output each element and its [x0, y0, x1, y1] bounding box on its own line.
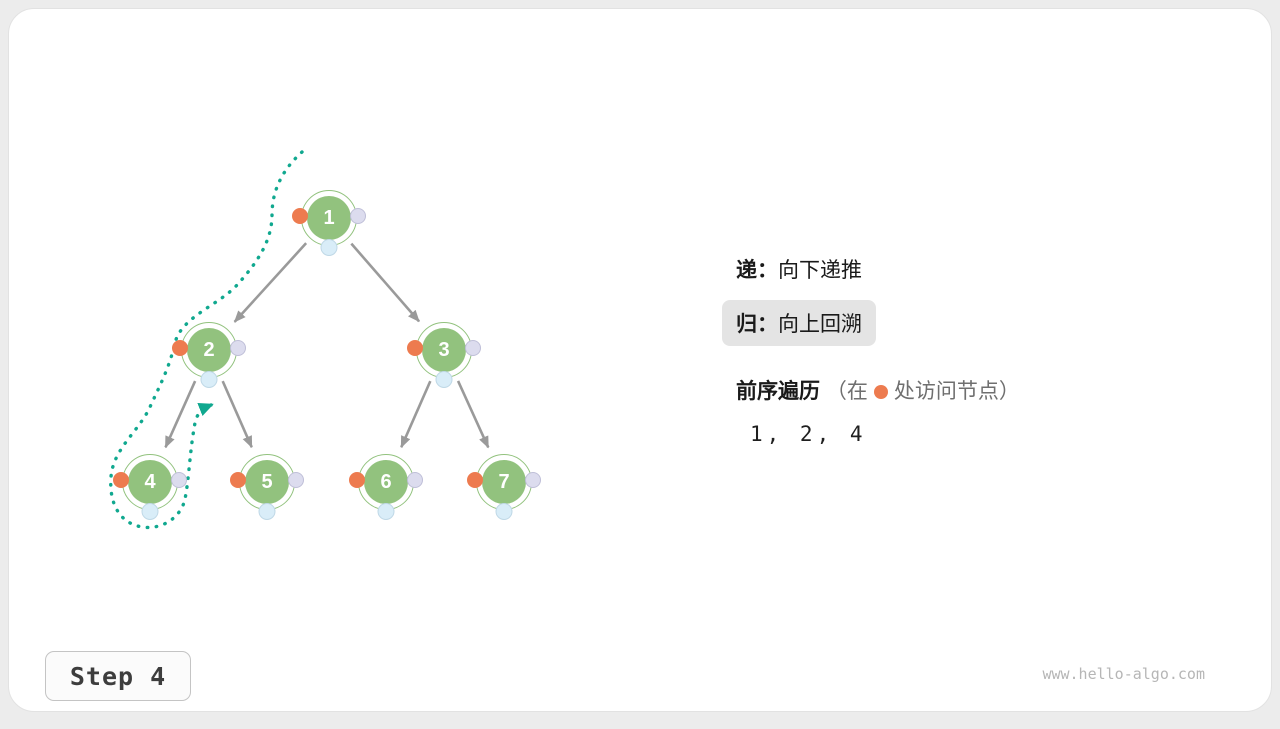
- node-value: 4: [128, 460, 172, 504]
- tree-node-4: 4: [113, 454, 187, 520]
- mid-dot: [495, 503, 513, 520]
- visit-dot: [349, 472, 365, 488]
- mid-dot: [200, 371, 218, 388]
- mid-dot: [258, 503, 276, 520]
- tree-node-6: 6: [349, 454, 423, 520]
- visit-dot: [467, 472, 483, 488]
- visit-dot: [407, 340, 423, 356]
- tree-node-2: 2: [172, 322, 246, 388]
- tree-node-3: 3: [407, 322, 481, 388]
- mid-dot: [320, 239, 338, 256]
- return-dot: [230, 340, 246, 356]
- mid-dot: [377, 503, 395, 520]
- tree-edge: [221, 380, 253, 449]
- tree-edge: [350, 242, 421, 323]
- tree-edge: [400, 380, 432, 449]
- visit-dot: [230, 472, 246, 488]
- nodes-layer: 1 2 3 4 5 6 7: [9, 9, 1280, 729]
- legend-recurse-text: 向下递推: [778, 259, 862, 282]
- visit-dot: [172, 340, 188, 356]
- visit-dot: [113, 472, 129, 488]
- tree-node-7: 7: [467, 454, 541, 520]
- return-dot: [407, 472, 423, 488]
- node-value: 2: [187, 328, 231, 372]
- return-dot: [171, 472, 187, 488]
- legend-note-close: 处访问节点）: [893, 380, 1020, 403]
- legend-recurse: 递：向下递推: [736, 254, 862, 284]
- return-dot: [350, 208, 366, 224]
- node-value: 3: [422, 328, 466, 372]
- return-dot: [288, 472, 304, 488]
- visit-dot-icon: [873, 385, 888, 399]
- legend-backtrack-text: 向上回溯: [778, 313, 862, 336]
- legend-preorder-title: 前序遍历: [736, 380, 820, 403]
- tree-canvas: [109, 150, 490, 530]
- traversal-path-dotted: [109, 150, 304, 530]
- watermark: www.hello-algo.com: [1042, 665, 1205, 683]
- legend-preorder: 前序遍历 （在 处访问节点）: [736, 375, 1020, 405]
- return-dot: [525, 472, 541, 488]
- legend-backtrack-keyword: 归：: [736, 313, 778, 336]
- legend-recurse-keyword: 递：: [736, 259, 778, 282]
- traversal-sequence: 1, 2, 4: [750, 422, 867, 446]
- legend-backtrack-highlighted: 归：向上回溯: [722, 300, 876, 346]
- tree-edge: [456, 380, 490, 449]
- node-value: 1: [307, 196, 351, 240]
- diagram-card: 1 2 3 4 5 6 7 递：向下递推 归：向上回溯 前序遍历 （在 处访问节点） 1, 2…: [8, 8, 1272, 712]
- tree-edge: [233, 242, 308, 323]
- mid-dot: [435, 371, 453, 388]
- mid-dot: [141, 503, 159, 520]
- return-dot: [465, 340, 481, 356]
- visit-dot: [292, 208, 308, 224]
- tree-node-1: 1: [292, 190, 366, 256]
- tree-node-5: 5: [230, 454, 304, 520]
- node-value: 7: [482, 460, 526, 504]
- node-value: 5: [245, 460, 289, 504]
- step-badge: Step 4: [45, 651, 191, 701]
- legend-note-open: （在: [825, 380, 868, 403]
- node-value: 6: [364, 460, 408, 504]
- tree-edge: [164, 380, 197, 449]
